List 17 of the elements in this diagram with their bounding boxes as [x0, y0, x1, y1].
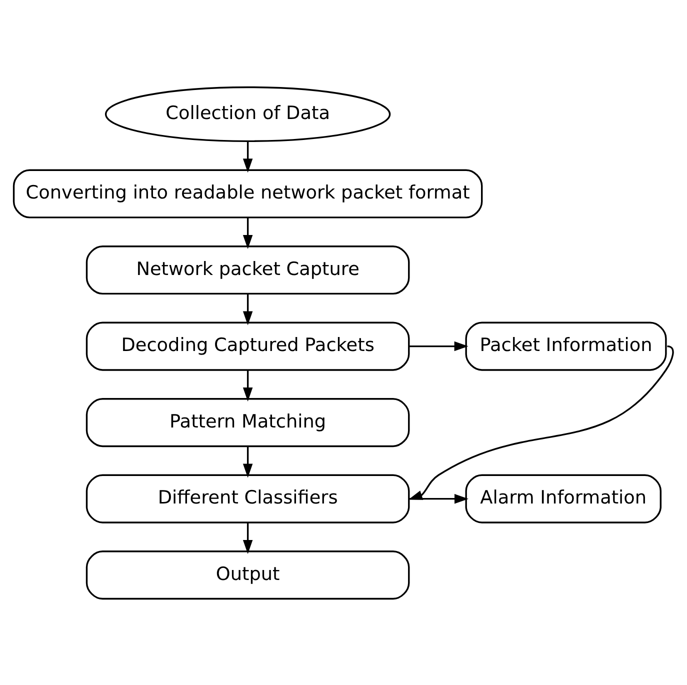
arrow [242, 293, 253, 325]
arrow [409, 493, 468, 504]
node-box: Different Classifiers [86, 474, 410, 523]
node-box: Decoding Captured Packets [86, 321, 410, 370]
node-ellipse: Collection of Data [104, 86, 391, 142]
node-box: Network packet Capture [86, 245, 410, 294]
node-box: Output [86, 550, 410, 600]
node-box: Packet Information [465, 321, 667, 370]
arrow [242, 522, 253, 554]
arrow [242, 141, 253, 172]
node-box: Pattern Matching [86, 398, 410, 447]
arrow [242, 446, 253, 478]
arrow [242, 217, 253, 248]
node-box: Alarm Information [465, 474, 662, 523]
arrow [409, 340, 468, 351]
node-box: Converting into readable network packet format [12, 168, 483, 218]
arrow [242, 370, 253, 401]
